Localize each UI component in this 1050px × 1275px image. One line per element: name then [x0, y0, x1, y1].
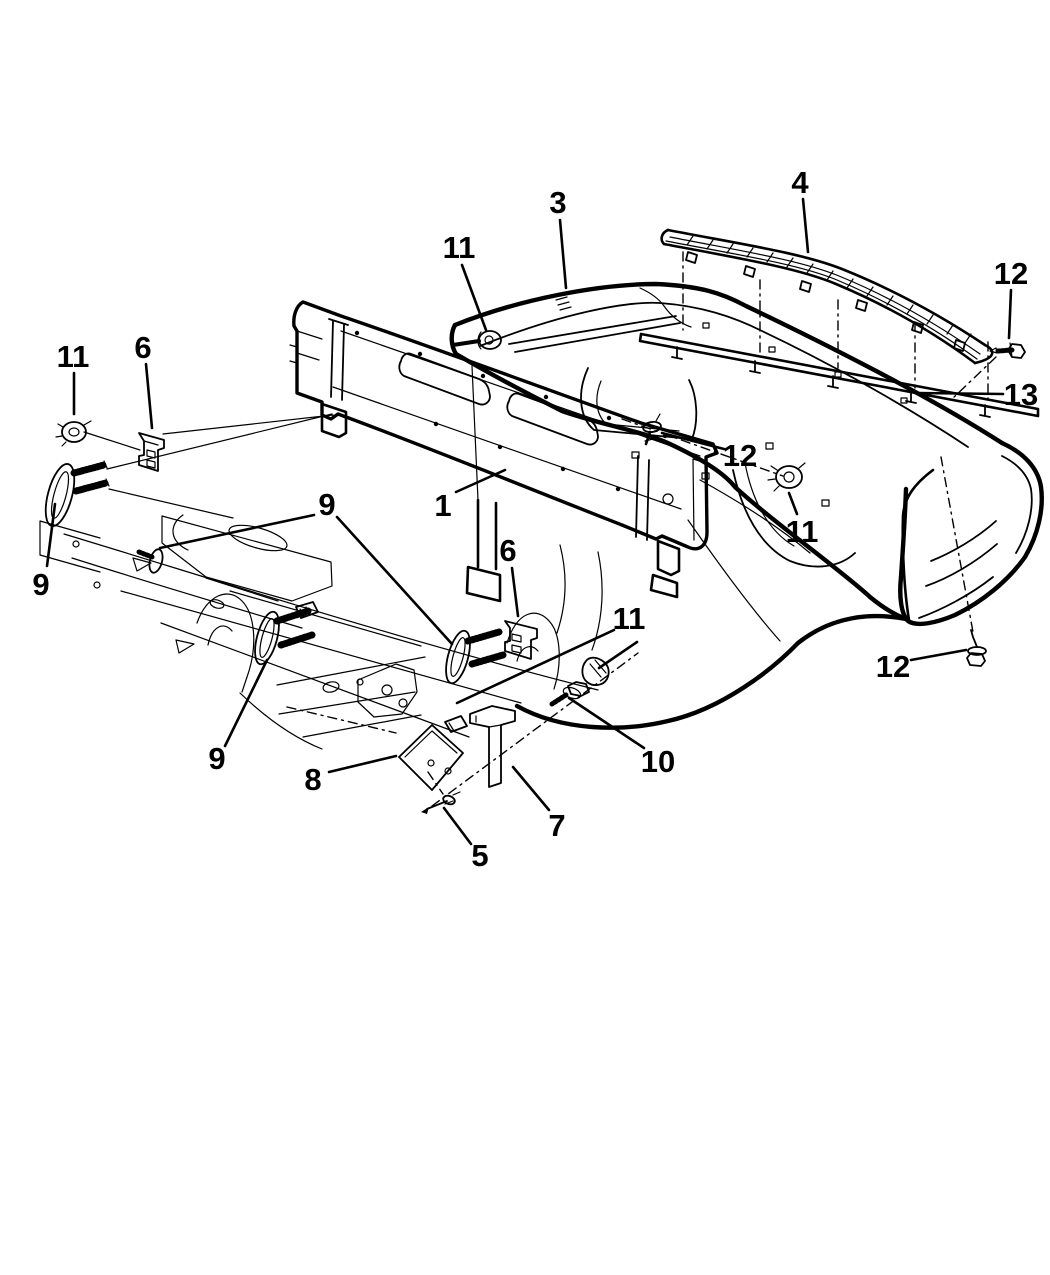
callout-label-7: 7 [548, 808, 565, 843]
step-pad [660, 228, 994, 365]
callout-leader-11 [455, 628, 616, 705]
callout-label-8: 8 [304, 762, 321, 797]
frame-stud [136, 548, 164, 574]
u-nut-clip [581, 656, 610, 686]
bracket-7 [444, 705, 516, 788]
push-pin-12-center [642, 413, 662, 446]
bracket-6-middle [504, 620, 538, 660]
callout-leader-4 [801, 197, 810, 254]
callout-label-10: 10 [641, 744, 675, 779]
callout-label-1: 1 [434, 488, 451, 523]
grommet-clip-top [451, 330, 502, 350]
callout-leader-9 [158, 513, 316, 550]
callout-leader-8 [327, 754, 398, 774]
callout-label-6: 6 [134, 330, 151, 365]
stud-plate-left [44, 460, 110, 527]
callout-leader-10 [567, 696, 646, 750]
screw-12-right [989, 342, 1026, 359]
callout-label-11: 11 [613, 601, 646, 636]
callout-leader-7 [511, 765, 551, 812]
bracket-6-left [138, 432, 165, 472]
callout-leader-13 [915, 391, 1005, 396]
flange-nut-right [767, 462, 806, 492]
callout-leader-6 [144, 362, 154, 430]
stud-plate-right [445, 628, 507, 685]
callout-leader-11 [787, 491, 799, 516]
mounting-rail [638, 332, 1040, 418]
callout-leader-9 [45, 502, 57, 568]
callout-label-12: 12 [994, 256, 1028, 291]
callout-label-13: 13 [1004, 377, 1038, 412]
callout-label-12: 12 [723, 438, 757, 473]
callout-label-3: 3 [549, 185, 566, 220]
callout-label-12: 12 [876, 649, 910, 684]
callout-leader-12 [1007, 288, 1013, 340]
push-pin-5 [421, 791, 461, 814]
callout-leader-3 [558, 218, 568, 290]
stud-plate-middle [254, 601, 319, 666]
callout-label-9: 9 [208, 741, 225, 776]
callout-leader-12 [660, 431, 726, 451]
callout-label-9: 9 [318, 487, 335, 522]
callout-label-5: 5 [471, 838, 488, 873]
alignment-lines [83, 413, 334, 519]
callout-label-6: 6 [499, 533, 516, 568]
bumper-face-bar [449, 281, 1044, 730]
callout-label-11: 11 [786, 514, 819, 549]
reinforcement-bar [289, 300, 719, 599]
screw-12-bottom [966, 629, 987, 667]
flange-nut-left [55, 420, 92, 447]
callout-leader-9 [335, 515, 454, 646]
callout-label-9: 9 [32, 567, 49, 602]
callout-leader-5 [442, 806, 473, 846]
plate-8 [398, 724, 464, 791]
truck-frame [39, 514, 599, 750]
callout-leader-9 [223, 658, 269, 748]
callout-label-4: 4 [791, 165, 809, 200]
callout-leader-11 [597, 640, 639, 670]
callout-leader-12 [909, 648, 968, 662]
callout-label-11: 11 [57, 339, 90, 374]
callout-label-11: 11 [443, 230, 476, 265]
callout-leader-1 [454, 468, 507, 494]
callout-leader-6 [510, 566, 520, 618]
callout-leader-11 [460, 263, 488, 332]
